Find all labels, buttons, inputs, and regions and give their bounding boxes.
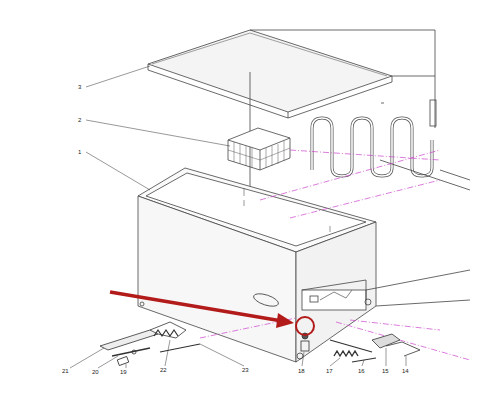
callout-number: 23 [242, 367, 249, 374]
callout-number: 22 [160, 367, 167, 374]
highlight-arrow [110, 292, 314, 335]
callout-number: 15 [382, 368, 389, 375]
callout-number: 21 [62, 368, 69, 375]
callout-number: 18 [298, 368, 305, 375]
callout-number: 2 [78, 117, 81, 124]
callout-number: 19 [120, 369, 127, 376]
callout-number: 3 [78, 84, 81, 91]
callout-number: 17 [326, 368, 333, 375]
callout-number: 14 [402, 368, 409, 375]
callout-number: 16 [358, 368, 365, 375]
callout-number: 1 [78, 149, 81, 156]
callout-number: 20 [92, 369, 99, 376]
